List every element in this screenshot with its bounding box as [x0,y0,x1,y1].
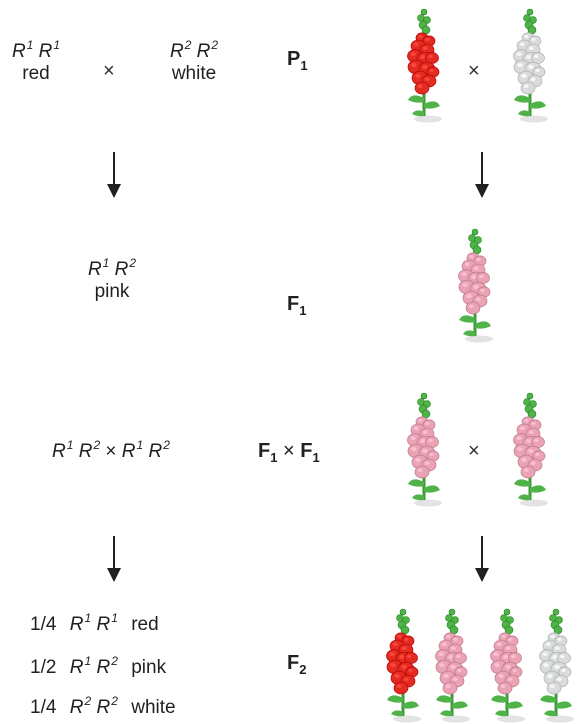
p1-right-parent: R2 R2 white [160,38,228,85]
snapdragon-red-icon [381,608,425,724]
f2-fraction: 1/4 [30,697,56,718]
picture-cross-symbol-p1: × [468,60,480,83]
p1-left-phenotype: red [6,63,66,85]
arrow-picture-f1-to-f2 [475,536,489,582]
f2-genotype: R1 R1 [70,614,118,635]
f2-genotype: R2 R2 [70,697,118,718]
generation-label-f2: F2 [287,652,306,677]
generation-label-f1-cross: F1 × F1 [258,440,320,465]
f2-fraction: 1/4 [30,614,56,635]
snapdragon-red-icon [402,8,446,124]
arrow-picture-p1-to-f1 [475,152,489,198]
snapdragon-pink-icon [453,228,497,344]
f1-genotype: R1 R2 [80,256,144,281]
f1-phenotype: pink [80,281,144,303]
p1-left-genotype: R1 R1 [6,38,66,63]
f2-phenotype: red [131,614,158,635]
snapdragon-pink-icon [402,392,446,508]
p1-cross-symbol: × [103,60,115,83]
f2-row-pink: 1/2 R1 R2 pink [30,654,166,679]
arrow-genotype-f1-to-f2 [107,536,121,582]
snapdragon-white-icon [508,8,552,124]
f2-phenotype: white [131,697,175,718]
f2-row-white: 1/4 R2 R2 white [30,694,176,719]
f1-offspring: R1 R2 pink [80,256,144,303]
f1-cross-symbol: × [105,441,116,462]
generation-label-p1: P1 [287,48,308,73]
snapdragon-white-icon [534,608,577,724]
p1-right-genotype: R2 R2 [160,38,228,63]
f1-cross-genotypes: R1 R2 × R1 R2 [52,438,170,463]
generation-label-f1: F1 [287,293,306,318]
f2-row-red: 1/4 R1 R1 red [30,611,159,636]
arrow-genotype-p1-to-f1 [107,152,121,198]
snapdragon-pink-icon [485,608,529,724]
snapdragon-pink-icon [430,608,474,724]
picture-cross-symbol-f1: × [468,440,480,463]
p1-right-phenotype: white [160,63,228,85]
snapdragon-pink-icon [508,392,552,508]
p1-left-parent: R1 R1 red [6,38,66,85]
f2-genotype: R1 R2 [70,657,118,678]
f2-phenotype: pink [131,657,166,678]
f2-fraction: 1/2 [30,657,56,678]
